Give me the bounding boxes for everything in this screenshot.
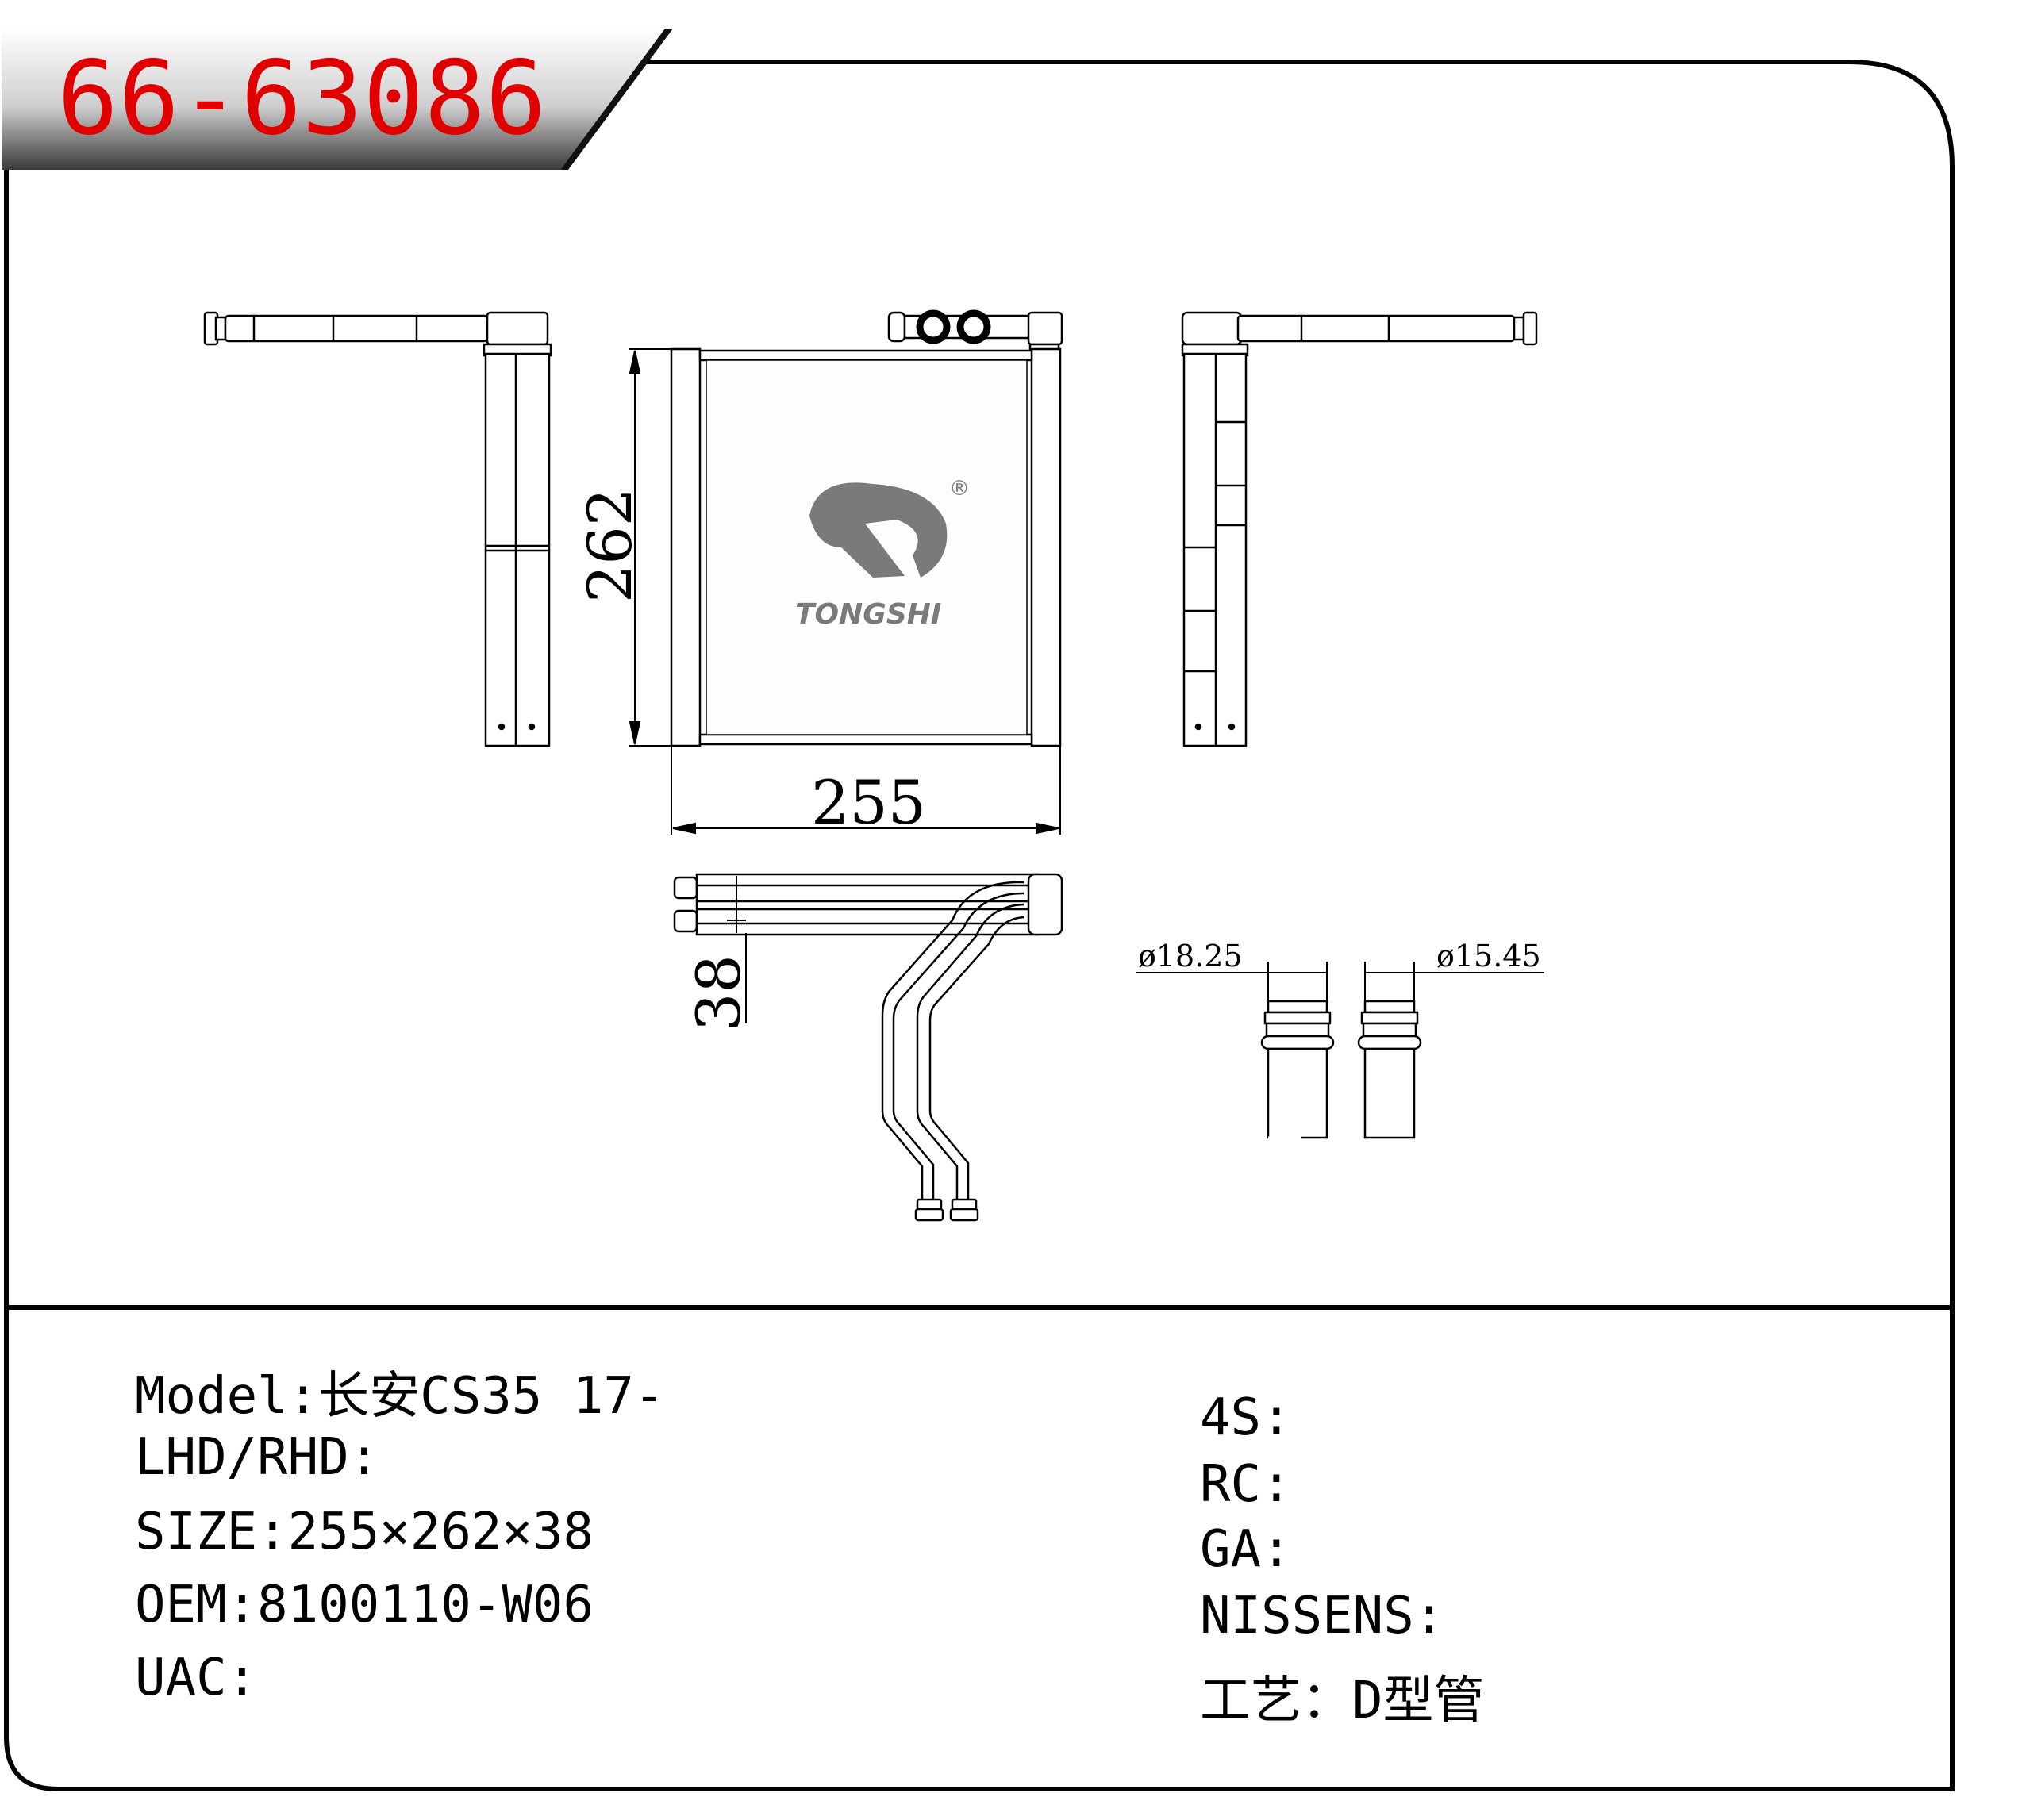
spec-label: 工艺：: [1200, 1672, 1352, 1730]
spec-label: RC:: [1200, 1455, 1292, 1514]
spec-oem: OEM:8100110-W06: [135, 1576, 594, 1634]
spec-nissens: NISSENS:: [1200, 1587, 1444, 1645]
dim-height-label: 262: [575, 488, 645, 603]
pipe-dia-1-label: ø18.25: [1138, 939, 1243, 973]
spec-ga: GA:: [1200, 1520, 1292, 1579]
tongshi-logo: ® TONGSHI: [795, 477, 970, 631]
spec-value: 长安CS35 17-: [318, 1367, 665, 1426]
spec-uac: UAC:: [135, 1649, 257, 1707]
registered-mark: ®: [949, 477, 970, 501]
spec-label: 4S:: [1200, 1388, 1292, 1447]
dim-depth-label: 38: [683, 954, 754, 1031]
pipe-detail-1: [1260, 1000, 1335, 1139]
logo-mark: [809, 482, 948, 578]
spec-label: OEM:: [135, 1576, 258, 1634]
spec-value: 255×262×38: [287, 1503, 594, 1561]
pipe-detail-2: [1357, 1000, 1422, 1139]
spec-size: SIZE:255×262×38: [135, 1503, 594, 1561]
pipe-dia-2-label: ø15.45: [1436, 939, 1541, 973]
spec-label: Model:: [135, 1367, 319, 1426]
logo-text: TONGSHI: [795, 598, 941, 631]
spec-rc: RC:: [1200, 1455, 1292, 1514]
pipe-dimensions: [1136, 962, 1544, 1001]
spec-label: GA:: [1200, 1520, 1292, 1579]
part-code: 66-63086: [57, 40, 547, 158]
side-view-right: [1181, 311, 1538, 747]
spec-label: NISSENS:: [1200, 1587, 1445, 1645]
sheet-border: [4, 60, 1955, 1791]
spec-drive: LHD/RHD:: [135, 1428, 379, 1487]
spec-label: UAC:: [135, 1649, 258, 1707]
spec-label: SIZE:: [135, 1503, 288, 1561]
spec-value: D型管: [1352, 1672, 1485, 1730]
title-banner: [2, 29, 665, 170]
dimension-depth: [727, 876, 747, 1023]
spec-model: Model:长安CS35 17-: [135, 1355, 664, 1428]
title-banner-shadow: [560, 29, 673, 170]
spec-value: 8100110-W06: [257, 1576, 594, 1634]
spec-4s: 4S:: [1200, 1388, 1292, 1447]
dimension-height: [629, 348, 671, 747]
outlet-port: [956, 309, 991, 344]
spec-process: 工艺：D型管: [1200, 1660, 1485, 1733]
dimension-width: [671, 746, 1061, 835]
spec-label: LHD/RHD:: [135, 1428, 380, 1487]
dim-width-label: 255: [811, 767, 926, 838]
inlet-port: [916, 309, 951, 344]
side-view-left: [203, 311, 552, 747]
top-view: [673, 873, 1063, 1222]
